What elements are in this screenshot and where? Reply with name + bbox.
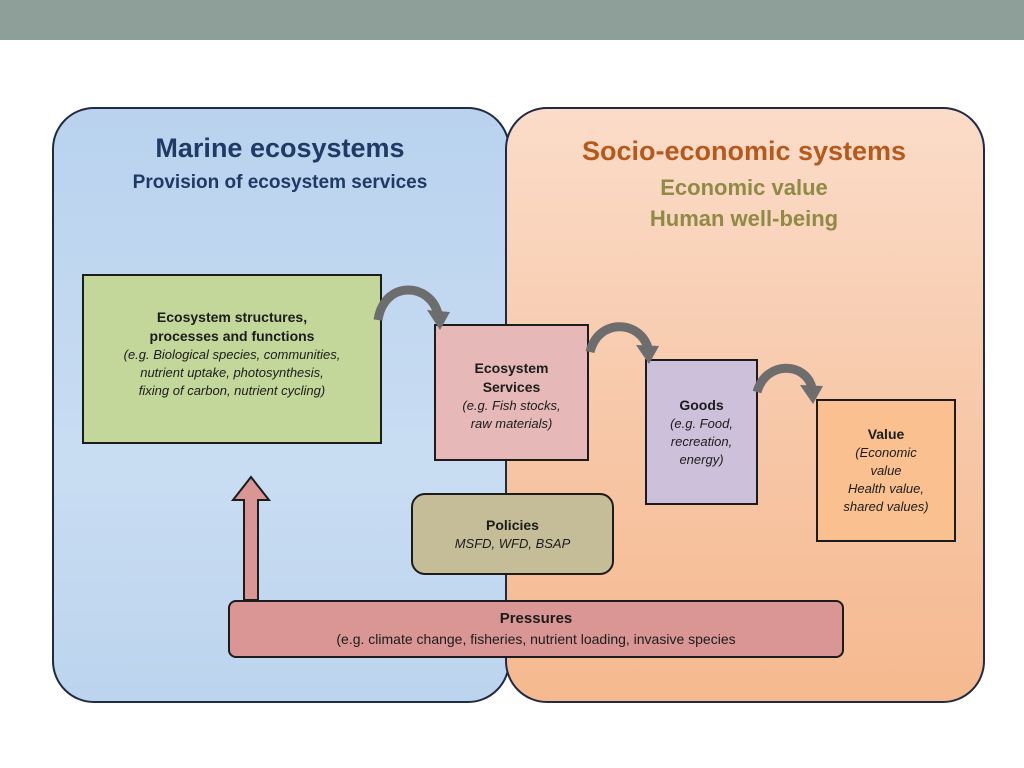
policies-title: Policies bbox=[486, 517, 539, 533]
policies-detail: MSFD, WFD, BSAP bbox=[454, 536, 571, 551]
value-box: Value (Economic value Health value, shar… bbox=[816, 399, 956, 542]
goods-detail-1: (e.g. Food, bbox=[670, 415, 733, 431]
value-detail-4: shared values) bbox=[843, 499, 929, 514]
goods-detail-2: recreation, bbox=[670, 433, 733, 449]
ecosystem-structures-box: Ecosystem structures, processes and func… bbox=[82, 274, 382, 444]
ecosystem-services-title-1: Ecosystem bbox=[474, 359, 549, 376]
ecosystem-structures-detail-2: nutrient uptake, photosynthesis, bbox=[140, 365, 324, 380]
marine-ecosystems-subtitle: Provision of ecosystem services bbox=[132, 172, 428, 193]
human-wellbeing-label: Human well-being bbox=[649, 206, 839, 231]
economic-value-label: Economic value bbox=[660, 175, 828, 200]
goods-title: Goods bbox=[679, 396, 724, 413]
marine-ecosystems-title: Marine ecosystems bbox=[155, 133, 405, 163]
goods-box: Goods (e.g. Food, recreation, energy) bbox=[645, 359, 758, 505]
value-detail-2: value bbox=[870, 463, 902, 478]
ecosystem-structures-detail-3: fixing of carbon, nutrient cycling) bbox=[138, 383, 326, 398]
value-detail-1: (Economic bbox=[855, 445, 917, 460]
goods-detail-3: energy) bbox=[679, 451, 724, 467]
ecosystem-structures-title-2: processes and functions bbox=[149, 328, 315, 344]
header-bar bbox=[0, 0, 1024, 40]
policies-box: Policies MSFD, WFD, BSAP bbox=[411, 493, 614, 575]
pressures-box: Pressures (e.g. climate change, fisherie… bbox=[228, 600, 844, 658]
pressures-title: Pressures bbox=[499, 610, 573, 627]
ecosystem-structures-detail-1: (e.g. Biological species, communities, bbox=[123, 347, 341, 362]
ecosystem-services-detail-1: (e.g. Fish stocks, bbox=[462, 397, 561, 413]
ecosystem-services-detail-2: raw materials) bbox=[470, 415, 553, 431]
pressures-detail: (e.g. climate change, fisheries, nutrien… bbox=[336, 631, 736, 647]
socio-economic-title: Socio-economic systems bbox=[581, 136, 907, 166]
ecosystem-services-title-2: Services bbox=[482, 378, 541, 395]
value-detail-3: Health value, bbox=[848, 481, 924, 496]
value-title: Value bbox=[867, 426, 905, 442]
ecosystem-services-box: Ecosystem Services (e.g. Fish stocks, ra… bbox=[434, 324, 589, 461]
ecosystem-structures-title-1: Ecosystem structures, bbox=[156, 309, 308, 325]
